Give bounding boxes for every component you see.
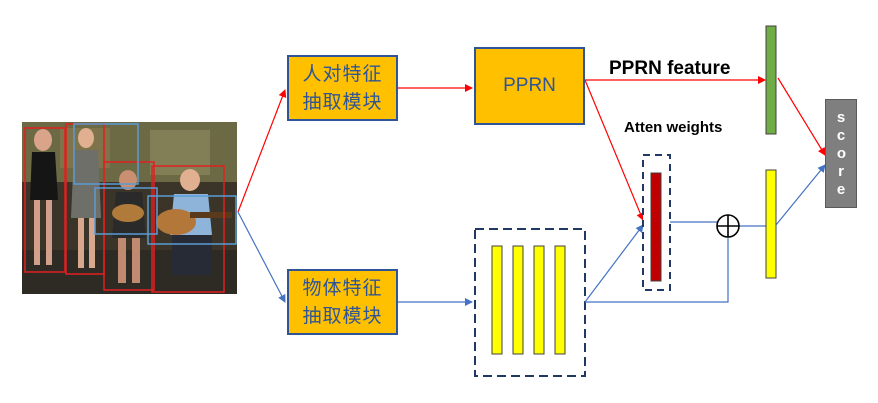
object-feature-bar	[512, 245, 524, 355]
arrow-stack-to-attention	[584, 224, 644, 303]
attention-weights-bar	[650, 172, 662, 282]
fused-feature-bar	[765, 169, 777, 279]
arrow-fused-to-score	[775, 164, 826, 226]
pprn-feature-label: PPRN feature	[609, 58, 731, 79]
score-box: score	[825, 99, 857, 208]
plus-symbol-icon	[716, 214, 740, 238]
pprn-box: PPRN	[474, 47, 585, 125]
input-photo	[22, 122, 237, 294]
atten-weights-label: Atten weights	[624, 119, 723, 136]
object-feature-bar	[554, 245, 566, 355]
residual-connection	[585, 238, 729, 303]
arrow-pprn-to-attention	[584, 79, 645, 221]
arrow-feature-to-score	[777, 77, 826, 156]
arrow-to-object-module	[237, 211, 286, 303]
object-feature-module: 物体特征 抽取模块	[287, 269, 398, 335]
person-feature-module: 人对特征 抽取模块	[287, 55, 398, 121]
object-feature-bar	[533, 245, 545, 355]
object-feature-bar	[491, 245, 503, 355]
score-label: score	[836, 108, 846, 198]
arrow-to-person-module	[237, 89, 287, 213]
pprn-feature-bar	[765, 25, 777, 135]
